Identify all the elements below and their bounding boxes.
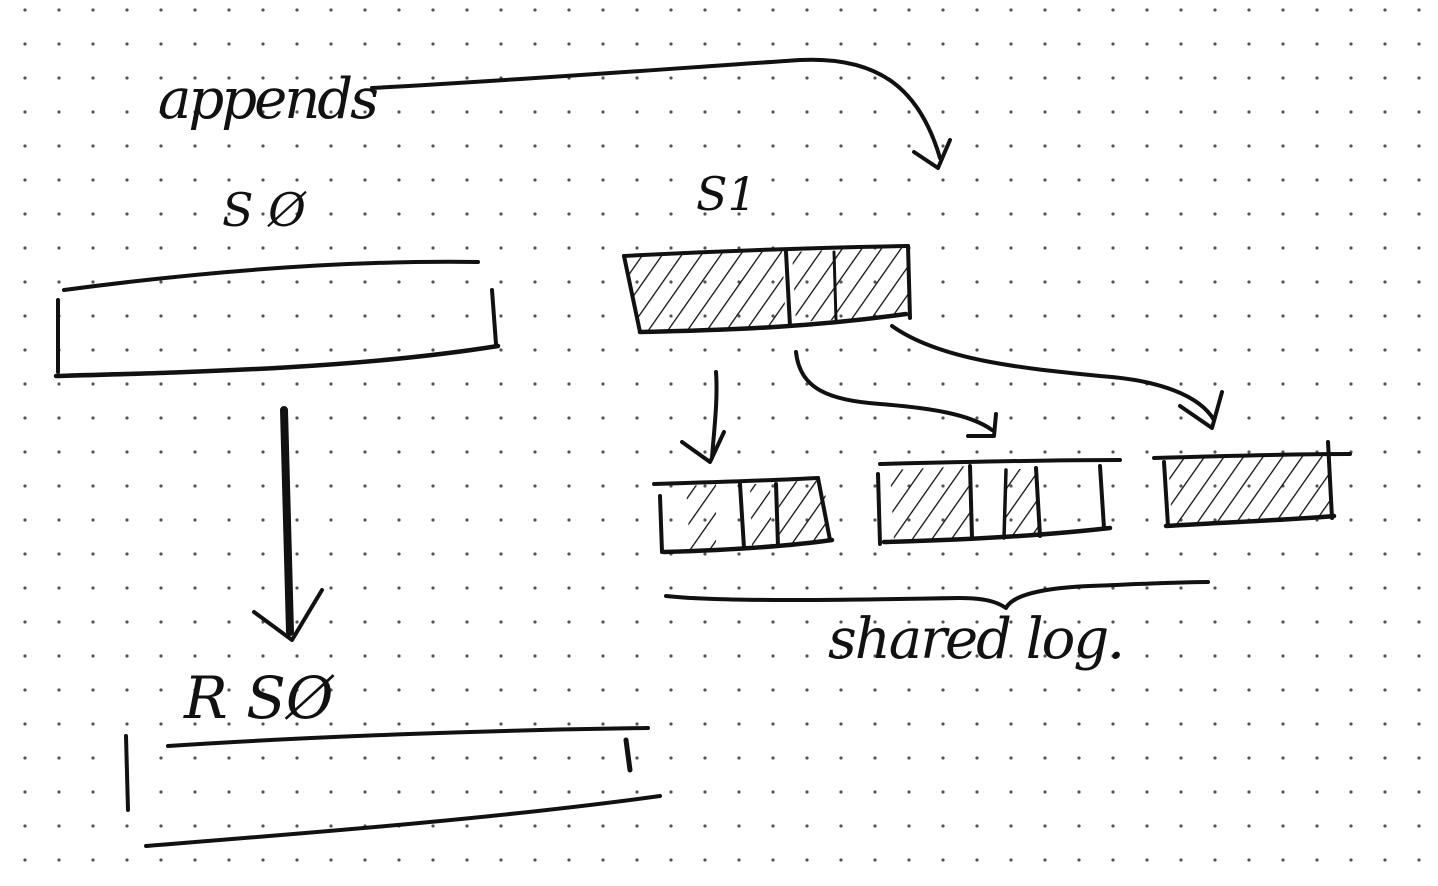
- s1-segment: [622, 244, 912, 335]
- s1-to-log-arrows: [680, 324, 1224, 464]
- shared-log-label: shared log.: [828, 607, 1123, 672]
- s0-label: S Ø: [222, 183, 307, 237]
- rs0-segment: [124, 726, 662, 848]
- s0-to-rs0-arrow: [252, 406, 324, 642]
- log-piece-1: [652, 476, 835, 555]
- appends-label: appends: [158, 67, 377, 132]
- rs0-label: R SØ: [183, 664, 335, 732]
- log-piece-2: [876, 458, 1122, 546]
- shared-log-brace: [664, 580, 1210, 610]
- s0-segment: [53, 259, 501, 379]
- log-piece-3: [1152, 440, 1352, 529]
- appends-arrow: [370, 57, 952, 170]
- s1-label: S1: [696, 167, 757, 221]
